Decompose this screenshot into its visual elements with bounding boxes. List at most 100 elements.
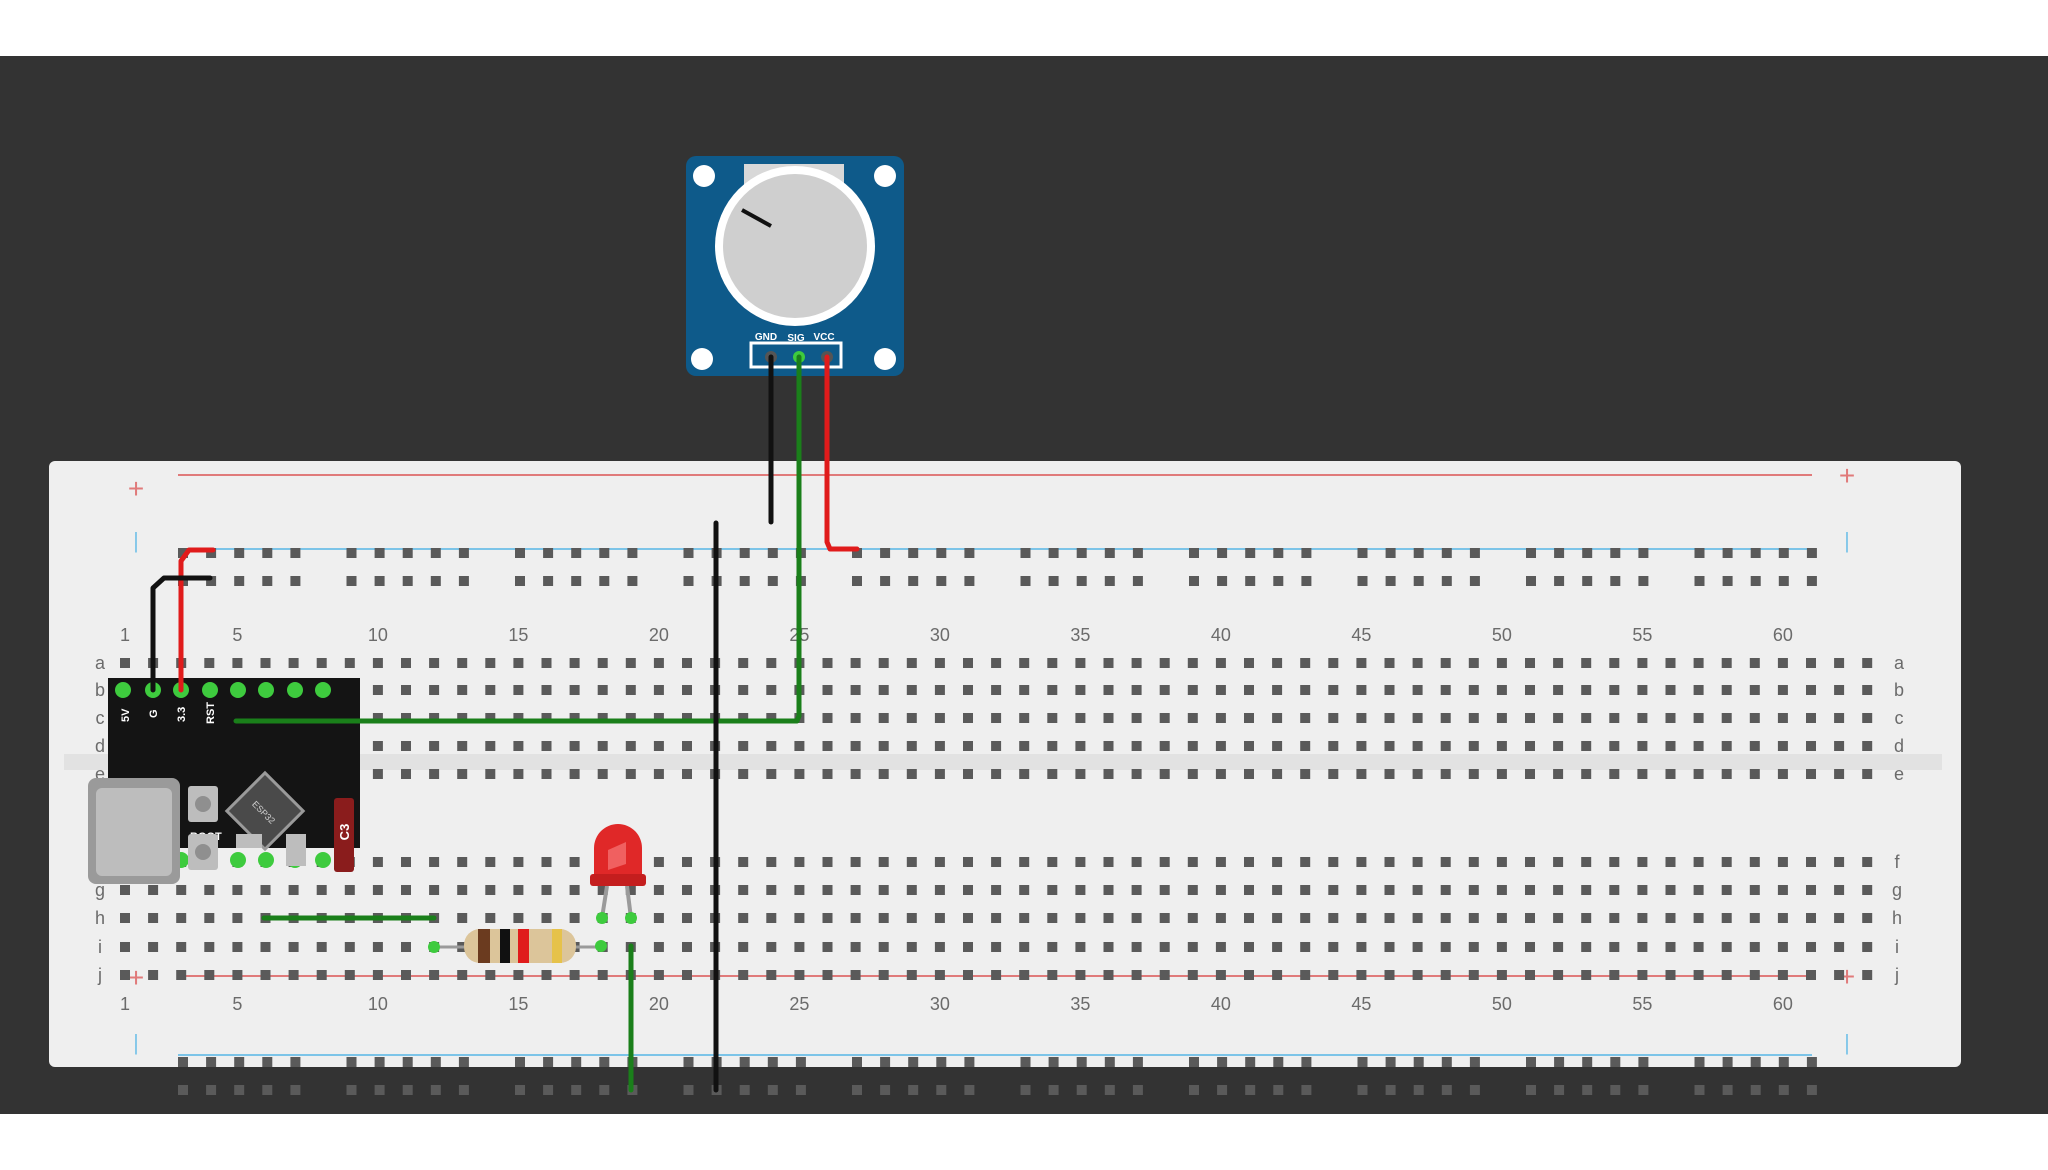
breadboard-hole[interactable]	[1553, 685, 1564, 695]
breadboard-hole[interactable]	[1412, 658, 1423, 668]
rail-hole[interactable]	[430, 1085, 441, 1095]
breadboard-hole[interactable]	[457, 857, 468, 867]
rail-hole[interactable]	[1104, 548, 1115, 558]
breadboard-hole[interactable]	[569, 741, 580, 751]
breadboard-hole[interactable]	[1665, 970, 1676, 980]
breadboard-hole[interactable]	[1525, 970, 1535, 980]
breadboard-hole[interactable]	[485, 970, 496, 980]
breadboard-hole[interactable]	[1215, 857, 1226, 867]
breadboard-hole[interactable]	[850, 685, 861, 695]
breadboard-hole[interactable]	[232, 970, 243, 980]
breadboard-hole[interactable]	[1215, 685, 1226, 695]
breadboard-hole[interactable]	[541, 741, 552, 751]
breadboard-hole[interactable]	[878, 942, 889, 952]
rail-hole[interactable]	[1048, 1057, 1059, 1067]
rail-hole[interactable]	[206, 576, 217, 586]
breadboard-hole[interactable]	[372, 685, 383, 695]
rail-hole[interactable]	[1610, 1057, 1621, 1067]
rail-hole[interactable]	[178, 548, 188, 558]
breadboard-hole[interactable]	[1103, 685, 1114, 695]
breadboard-hole[interactable]	[1693, 942, 1704, 952]
breadboard-hole[interactable]	[372, 857, 383, 867]
rail-hole[interactable]	[1273, 576, 1284, 586]
breadboard-hole[interactable]	[401, 857, 411, 867]
breadboard-hole[interactable]	[1693, 685, 1704, 695]
breadboard-hole[interactable]	[1328, 970, 1339, 980]
rail-hole[interactable]	[1694, 576, 1705, 586]
breadboard-hole[interactable]	[1047, 769, 1058, 779]
breadboard-hole[interactable]	[822, 942, 833, 952]
breadboard-hole[interactable]	[1581, 942, 1592, 952]
breadboard-hole[interactable]	[963, 741, 973, 751]
rail-hole[interactable]	[1301, 1085, 1312, 1095]
rail-hole[interactable]	[1722, 576, 1733, 586]
breadboard-hole[interactable]	[1384, 942, 1395, 952]
breadboard-hole[interactable]	[485, 685, 496, 695]
breadboard-hole[interactable]	[1356, 913, 1367, 923]
breadboard-hole[interactable]	[457, 885, 468, 895]
breadboard-hole[interactable]	[653, 885, 664, 895]
breadboard-hole[interactable]	[1272, 913, 1283, 923]
breadboard-hole[interactable]	[344, 942, 355, 952]
breadboard-hole[interactable]	[1075, 769, 1086, 779]
breadboard-hole[interactable]	[1131, 713, 1142, 723]
breadboard-hole[interactable]	[372, 942, 383, 952]
breadboard-hole[interactable]	[1159, 942, 1170, 952]
breadboard-hole[interactable]	[1806, 769, 1816, 779]
breadboard-hole[interactable]	[260, 885, 271, 895]
breadboard-hole[interactable]	[176, 885, 187, 895]
rail-hole[interactable]	[206, 1057, 217, 1067]
breadboard-hole[interactable]	[1440, 658, 1451, 668]
breadboard-hole[interactable]	[682, 857, 692, 867]
breadboard-hole[interactable]	[1131, 942, 1142, 952]
breadboard-hole[interactable]	[1468, 685, 1479, 695]
rail-hole[interactable]	[880, 1085, 891, 1095]
breadboard-hole[interactable]	[766, 970, 777, 980]
breadboard-hole[interactable]	[1496, 885, 1507, 895]
breadboard-hole[interactable]	[1440, 857, 1451, 867]
rail-hole[interactable]	[1273, 1057, 1284, 1067]
breadboard-hole[interactable]	[1721, 913, 1732, 923]
breadboard-hole[interactable]	[288, 970, 299, 980]
breadboard-hole[interactable]	[1693, 857, 1704, 867]
breadboard-hole[interactable]	[794, 741, 805, 751]
rail-hole[interactable]	[936, 576, 947, 586]
rail-hole[interactable]	[402, 576, 413, 586]
breadboard-hole[interactable]	[1496, 713, 1507, 723]
rail-hole[interactable]	[1357, 548, 1368, 558]
rail-hole[interactable]	[543, 1085, 554, 1095]
breadboard-hole[interactable]	[1075, 741, 1086, 751]
breadboard-hole[interactable]	[260, 970, 271, 980]
breadboard-hole[interactable]	[1272, 942, 1283, 952]
breadboard-hole[interactable]	[738, 970, 749, 980]
breadboard-hole[interactable]	[1328, 741, 1339, 751]
rail-hole[interactable]	[908, 576, 919, 586]
rail-hole[interactable]	[1750, 1085, 1761, 1095]
breadboard-hole[interactable]	[232, 913, 243, 923]
rail-hole[interactable]	[1638, 1085, 1649, 1095]
breadboard-hole[interactable]	[766, 713, 777, 723]
rail-hole[interactable]	[571, 548, 582, 558]
breadboard-hole[interactable]	[1553, 769, 1564, 779]
breadboard-hole[interactable]	[1075, 713, 1086, 723]
breadboard-hole[interactable]	[963, 970, 973, 980]
breadboard-hole[interactable]	[906, 713, 917, 723]
rail-hole[interactable]	[1582, 1085, 1593, 1095]
breadboard-hole[interactable]	[1159, 970, 1170, 980]
breadboard-hole[interactable]	[513, 857, 524, 867]
breadboard-hole[interactable]	[1131, 885, 1142, 895]
breadboard-hole[interactable]	[1047, 658, 1058, 668]
breadboard-hole[interactable]	[569, 970, 580, 980]
breadboard-hole[interactable]	[1159, 857, 1170, 867]
rail-hole[interactable]	[1385, 1057, 1396, 1067]
rail-hole[interactable]	[206, 548, 217, 558]
breadboard-hole[interactable]	[429, 658, 440, 668]
breadboard-hole[interactable]	[1693, 970, 1704, 980]
breadboard-hole[interactable]	[1412, 769, 1423, 779]
rail-hole[interactable]	[683, 1057, 694, 1067]
breadboard-hole[interactable]	[176, 942, 187, 952]
breadboard-hole[interactable]	[1187, 658, 1198, 668]
rail-hole[interactable]	[402, 1085, 413, 1095]
rail-hole[interactable]	[1694, 1057, 1705, 1067]
breadboard-hole[interactable]	[653, 685, 664, 695]
